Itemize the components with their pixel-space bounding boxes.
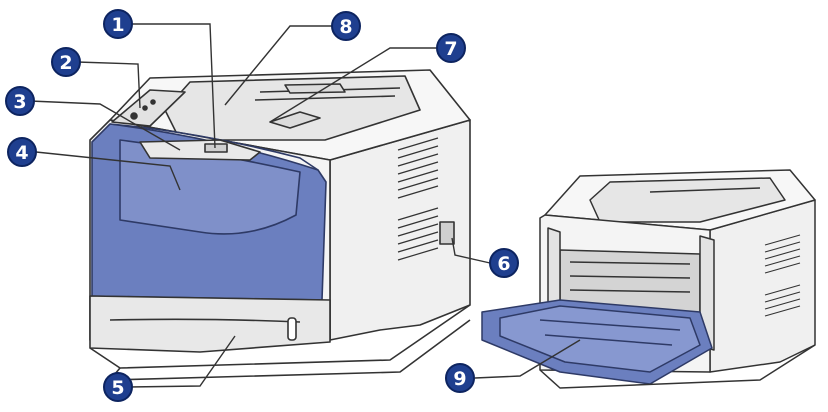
callout-number-6: 6 (497, 253, 510, 275)
callout-9: 9 (446, 364, 474, 392)
callout-number-5: 5 (111, 377, 124, 399)
callout-1: 1 (104, 10, 132, 38)
callout-2: 2 (52, 48, 80, 76)
callout-number-1: 1 (111, 14, 124, 36)
printer-open-view (482, 170, 815, 388)
callout-number-9: 9 (453, 368, 466, 390)
callout-8: 8 (332, 12, 360, 40)
callout-4: 4 (8, 138, 36, 166)
callout-5: 5 (104, 373, 132, 401)
callout-6: 6 (490, 249, 518, 277)
callout-7: 7 (437, 34, 465, 62)
callout-number-8: 8 (339, 16, 352, 38)
callout-number-2: 2 (59, 52, 72, 74)
callout-number-7: 7 (444, 38, 457, 60)
callout-3: 3 (6, 87, 34, 115)
callout-number-4: 4 (15, 142, 28, 164)
callout-number-3: 3 (13, 91, 26, 113)
